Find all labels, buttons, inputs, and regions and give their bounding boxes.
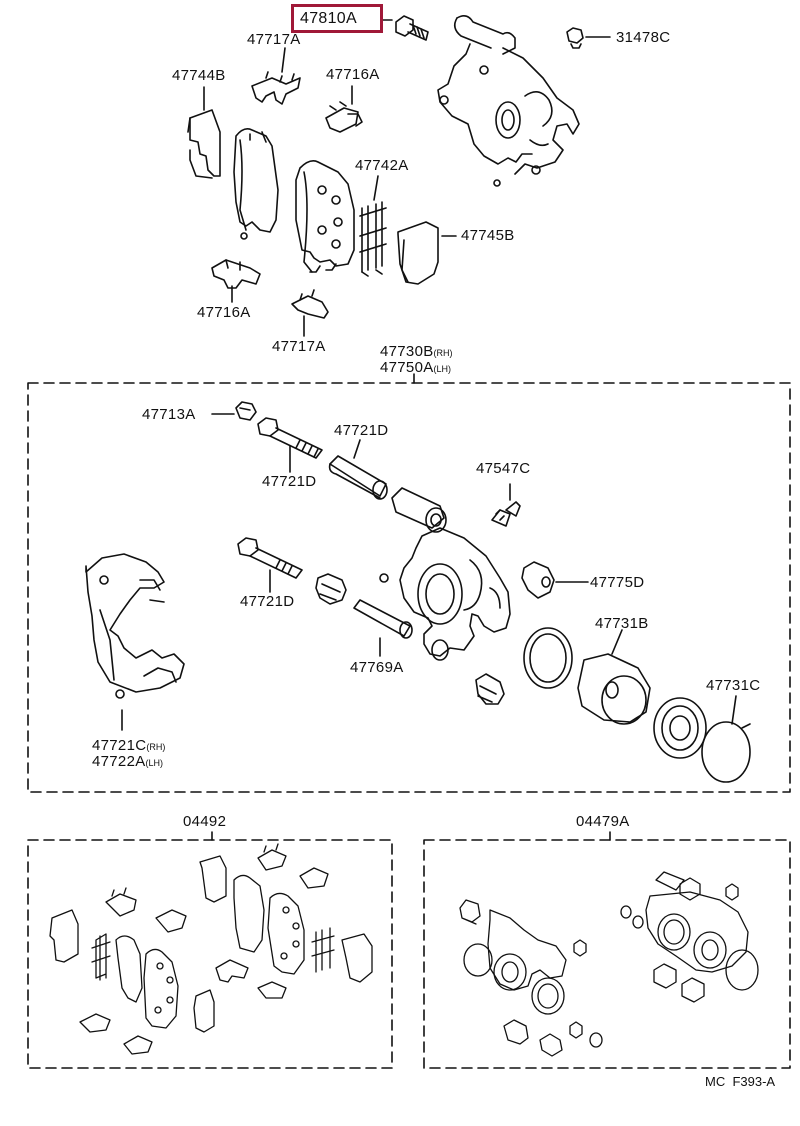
clip-47717A-top — [251, 71, 301, 105]
bleeder-47547C — [491, 501, 521, 527]
part-label-47721D-bolt[interactable]: 47721D — [262, 473, 317, 490]
part-label-47716A-top[interactable]: 47716A — [326, 66, 380, 83]
bracket-suffix-lh: (LH) — [145, 758, 164, 768]
clip-47716A-top — [325, 101, 363, 133]
boot-47775D — [521, 561, 555, 599]
part-label-47769A[interactable]: 47769A — [350, 659, 404, 676]
kit-04492-parts — [49, 843, 373, 1055]
part-label-47742A[interactable]: 47742A — [355, 157, 409, 174]
kit-04479A-parts — [459, 871, 759, 1057]
pad-1-top — [233, 128, 279, 240]
part-label-47721D-lower[interactable]: 47721D — [240, 593, 295, 610]
bracket-suffix-rh: (RH) — [146, 742, 166, 752]
guide-bolt-upper — [257, 417, 323, 459]
part-label-47745B[interactable]: 47745B — [461, 227, 515, 244]
clip-47717A-bottom — [291, 289, 329, 319]
assembly-part-lh: 47750A — [380, 359, 434, 376]
pin-47769A — [353, 599, 413, 639]
pad-2-top — [295, 160, 355, 273]
springs-47742A — [359, 201, 387, 277]
kit-label-04479A[interactable]: 04479A — [576, 813, 630, 830]
shim-47744B — [187, 109, 221, 179]
part-label-47722A[interactable]: 47722A(LH) — [92, 754, 163, 771]
part-label-47810A[interactable]: 47810A — [300, 10, 357, 27]
dust-boot — [653, 697, 707, 759]
shim-47745B — [397, 221, 439, 285]
part-label-47775D[interactable]: 47775D — [590, 574, 645, 591]
part-label-47721D-sleeve[interactable]: 47721D — [334, 422, 389, 439]
bracket-part-lh: 47722A — [92, 753, 146, 770]
part-label-47713A[interactable]: 47713A — [142, 406, 196, 423]
part-label-47731C[interactable]: 47731C — [706, 677, 761, 694]
bracket-part-rh: 47721C — [92, 737, 147, 754]
part-label-47744B[interactable]: 47744B — [172, 67, 226, 84]
part-label-47721C[interactable]: 47721C(RH) — [92, 738, 165, 755]
assembly-suffix-lh: (LH) — [433, 364, 452, 374]
boot-small — [315, 573, 347, 605]
bushing-upper — [391, 487, 447, 533]
assembly-part-rh: 47730B — [380, 343, 434, 360]
bolt-31478C-drawing — [566, 27, 584, 49]
part-label-47547C[interactable]: 47547C — [476, 460, 531, 477]
part-label-47717A-top[interactable]: 47717A — [247, 31, 301, 48]
assembly-label-lh[interactable]: 47750A(LH) — [380, 360, 451, 377]
kit-label-04492[interactable]: 04492 — [183, 813, 227, 830]
clip-47716A-bottom — [211, 259, 261, 289]
assembly-caliper — [379, 527, 511, 661]
seal-ring — [523, 627, 573, 689]
part-label-31478C[interactable]: 31478C — [616, 29, 671, 46]
assembly-label-rh[interactable]: 47730B(RH) — [380, 344, 453, 361]
mounting-bracket — [85, 553, 185, 699]
snap-ring — [701, 721, 751, 783]
guide-bolt-lower — [237, 537, 303, 579]
bolt-47810A-drawing — [395, 15, 429, 41]
highlight-box — [291, 4, 383, 33]
bushing-bottom — [475, 673, 505, 705]
cap-47713A — [235, 401, 257, 421]
part-label-47717A-bottom[interactable]: 47717A — [272, 338, 326, 355]
part-label-47716A-bottom[interactable]: 47716A — [197, 304, 251, 321]
figure-code: MC F393-A — [705, 1074, 776, 1089]
assembly-suffix-rh: (RH) — [433, 348, 453, 358]
top-caliper-drawing — [437, 14, 580, 187]
piston — [577, 653, 651, 725]
sleeve-47721D — [328, 455, 388, 500]
part-label-47731B[interactable]: 47731B — [595, 615, 649, 632]
